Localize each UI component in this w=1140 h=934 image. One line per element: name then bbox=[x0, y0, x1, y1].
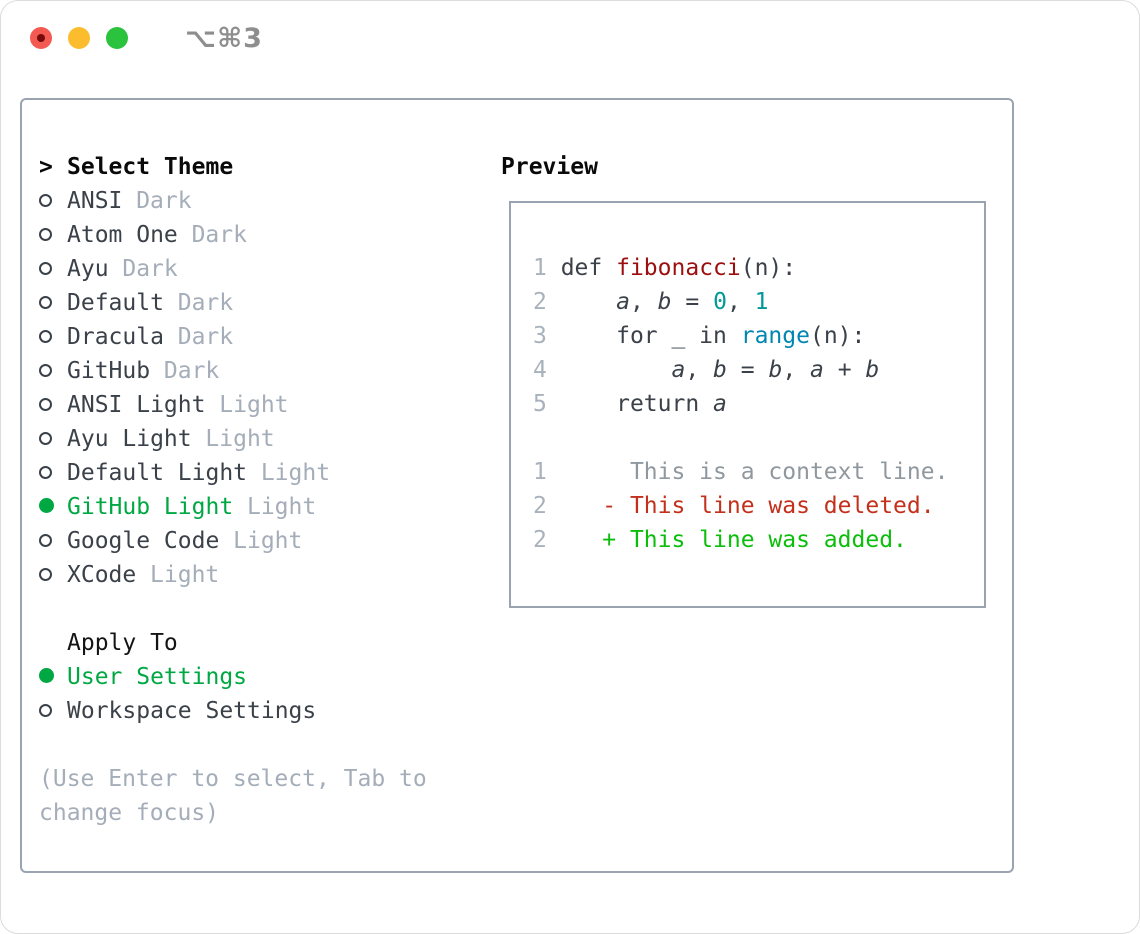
close-button[interactable] bbox=[30, 27, 52, 49]
theme-variant: Light bbox=[260, 460, 331, 486]
minimize-button[interactable] bbox=[68, 27, 90, 49]
radio-circle-icon bbox=[39, 422, 67, 456]
preview-line bbox=[533, 421, 984, 455]
theme-option-default-light[interactable]: Default Light Light bbox=[39, 456, 484, 490]
close-button-dot-icon bbox=[37, 34, 45, 42]
theme-option-default-dark[interactable]: Default Dark bbox=[39, 286, 484, 320]
radio-circle-filled-icon bbox=[39, 490, 67, 524]
theme-variant: Light bbox=[233, 528, 303, 554]
radio-circle-icon bbox=[39, 456, 67, 490]
theme-option-atom-one-dark[interactable]: Atom One Dark bbox=[39, 218, 484, 252]
code-preview-content: 1 def fibonacci(n): 2 a, b = 0, 1 3 for _ … bbox=[533, 251, 984, 557]
preview-line: 3 for _ in range(n): bbox=[533, 323, 866, 349]
radio-circle-icon bbox=[39, 354, 67, 388]
theme-name: ANSI bbox=[67, 188, 123, 214]
zoom-button[interactable] bbox=[106, 27, 128, 49]
preview-title: Preview bbox=[501, 154, 598, 180]
theme-name: GitHub bbox=[67, 358, 151, 384]
apply-option-label: User Settings bbox=[67, 664, 248, 690]
theme-variant: Light bbox=[219, 392, 289, 418]
theme-option-ansi-dark[interactable]: ANSI Dark bbox=[39, 184, 484, 218]
radio-circle-icon bbox=[39, 184, 67, 218]
radio-circle-icon bbox=[39, 524, 67, 558]
radio-circle-icon bbox=[39, 252, 67, 286]
theme-variant: Dark bbox=[177, 324, 234, 350]
theme-option-ayu-light[interactable]: Ayu Light Light bbox=[39, 422, 484, 456]
spacer bbox=[39, 592, 484, 626]
preview-line: 2 + This line was added. bbox=[533, 527, 907, 553]
radio-circle-icon bbox=[39, 286, 67, 320]
apply-option-user-settings-selected[interactable]: User Settings bbox=[39, 660, 484, 694]
theme-name: Ayu Light bbox=[67, 426, 192, 452]
window-titlebar: ⌥⌘3 bbox=[1, 1, 1139, 75]
preview-line: 1 This is a context line. bbox=[533, 459, 949, 485]
theme-option-xcode-light[interactable]: XCode Light bbox=[39, 558, 484, 592]
select-theme-title: Select Theme bbox=[67, 154, 234, 180]
theme-variant: Dark bbox=[191, 222, 247, 248]
preview-line: 2 - This line was deleted. bbox=[533, 493, 935, 519]
radio-circle-icon bbox=[39, 694, 67, 728]
theme-name: Atom One bbox=[67, 222, 178, 248]
radio-circle-filled-icon bbox=[39, 660, 67, 694]
theme-option-ansi-light[interactable]: ANSI Light Light bbox=[39, 388, 484, 422]
theme-name: Dracula bbox=[67, 324, 164, 350]
cursor-arrow-icon: > bbox=[39, 154, 53, 180]
spacer bbox=[39, 728, 484, 762]
theme-variant: Dark bbox=[177, 290, 234, 316]
theme-name: ANSI Light bbox=[67, 392, 206, 418]
theme-name: Google Code bbox=[67, 528, 220, 554]
preview-line: 4 a, b = b, a + b bbox=[533, 357, 880, 383]
preview-line: 5 return a bbox=[533, 391, 727, 417]
theme-name: Default Light bbox=[67, 460, 248, 486]
preview-line: 2 a, b = 0, 1 bbox=[533, 289, 769, 315]
theme-option-github-light-selected[interactable]: GitHub Light Light bbox=[39, 490, 484, 524]
theme-variant: Dark bbox=[136, 188, 192, 214]
theme-variant: Light bbox=[205, 426, 275, 452]
theme-name: Default bbox=[67, 290, 164, 316]
radio-circle-icon bbox=[39, 388, 67, 422]
theme-name: GitHub Light bbox=[67, 494, 234, 520]
apply-to-header: Apply To bbox=[39, 626, 484, 660]
radio-circle-icon bbox=[39, 558, 67, 592]
apply-option-workspace-settings[interactable]: Workspace Settings bbox=[39, 694, 484, 728]
apply-to-title: Apply To bbox=[67, 630, 178, 656]
theme-variant: Light bbox=[150, 562, 220, 588]
theme-option-google-code-light[interactable]: Google Code Light bbox=[39, 524, 484, 558]
theme-name: XCode bbox=[67, 562, 137, 588]
window-title-shortcut: ⌥⌘3 bbox=[185, 22, 263, 54]
theme-option-ayu-dark[interactable]: Ayu Dark bbox=[39, 252, 484, 286]
theme-variant: Light bbox=[246, 494, 317, 520]
theme-variant: Dark bbox=[163, 358, 220, 384]
apply-option-label: Workspace Settings bbox=[67, 698, 317, 724]
preview-column: Preview 1 def fibonacci(n): 2 a, b = 0, 1… bbox=[484, 150, 1012, 871]
code-preview-box: 1 def fibonacci(n): 2 a, b = 0, 1 3 for _ … bbox=[509, 201, 986, 608]
theme-name: Ayu bbox=[67, 256, 109, 282]
radio-circle-icon bbox=[39, 320, 67, 354]
select-theme-header: > Select Theme bbox=[39, 150, 484, 184]
radio-circle-icon bbox=[39, 218, 67, 252]
theme-option-dracula-dark[interactable]: Dracula Dark bbox=[39, 320, 484, 354]
theme-variant: Dark bbox=[122, 256, 178, 282]
theme-option-github-dark[interactable]: GitHub Dark bbox=[39, 354, 484, 388]
preview-line: 1 def fibonacci(n): bbox=[533, 255, 797, 281]
help-hint-text: (Use Enter to select, Tab to change focu… bbox=[39, 766, 427, 826]
